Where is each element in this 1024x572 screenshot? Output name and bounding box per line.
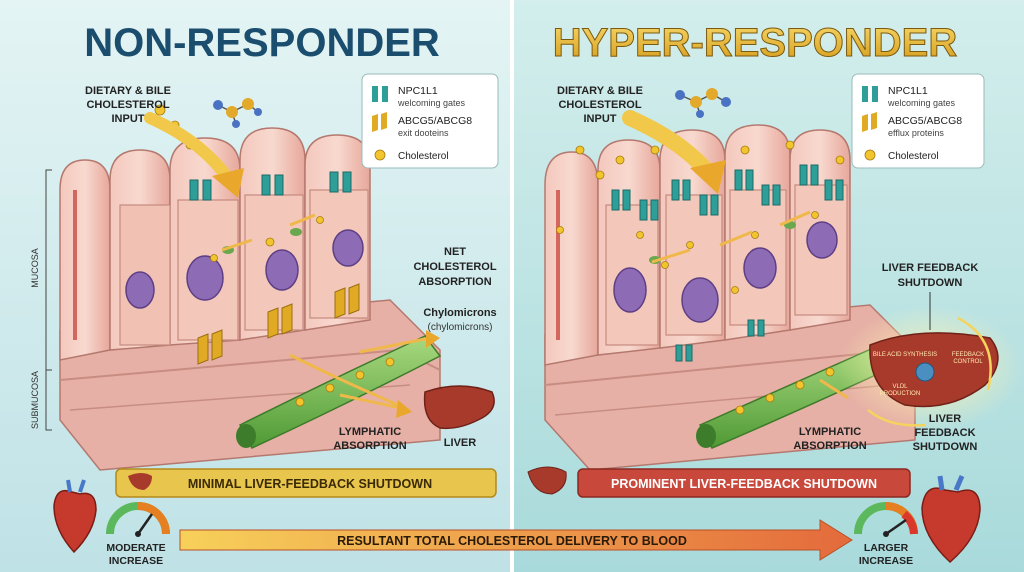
- right-cholesterol-dots: [556, 140, 845, 415]
- left-abcg-gates: [197, 283, 360, 365]
- left-liver-label: LIVER: [444, 437, 476, 449]
- left-tissue: [59, 127, 441, 471]
- svg-text:ABSORPTION: ABSORPTION: [793, 440, 866, 452]
- left-lymph-label: LYMPHATIC ABSORPTION: [333, 426, 406, 452]
- right-input-arrow: [622, 110, 726, 194]
- svg-text:ABCG5/ABCG8: ABCG5/ABCG8: [398, 115, 472, 127]
- right-gauge-icon: [854, 502, 918, 537]
- svg-text:CONTROL: CONTROL: [953, 359, 983, 365]
- svg-text:BILE ACID SYNTHESIS: BILE ACID SYNTHESIS: [873, 352, 937, 358]
- right-title: HYPER-RESPONDER: [553, 21, 958, 65]
- svg-text:efflux proteins: efflux proteins: [888, 128, 944, 138]
- svg-text:INPUT: INPUT: [112, 113, 145, 125]
- legend-abcg-icon: [862, 112, 877, 132]
- left-chylomicrons-title: Chylomicrons: [423, 307, 496, 319]
- svg-text:NET: NET: [444, 246, 466, 258]
- left-input-arrow: [144, 112, 244, 198]
- svg-text:SHUTDOWN: SHUTDOWN: [898, 277, 963, 289]
- right-feedback-bottom-label: LIVER FEEDBACK SHUTDOWN: [913, 413, 978, 453]
- right-banner-liver-icon: [527, 466, 567, 495]
- svg-text:ABCG5/ABCG8: ABCG5/ABCG8: [888, 115, 962, 127]
- right-liver-group: BILE ACID SYNTHESIS FEEDBACK CONTROL VLD…: [838, 306, 1022, 430]
- left-npc1l1-gates: [189, 171, 352, 201]
- svg-text:Cholesterol: Cholesterol: [398, 151, 449, 162]
- svg-text:welcoming gates: welcoming gates: [397, 98, 466, 108]
- svg-text:NPC1L1: NPC1L1: [888, 85, 928, 97]
- left-banner-liver-icon: [128, 473, 152, 490]
- legend-npc1l1-icon: [862, 86, 878, 102]
- right-gauge-label: LARGER INCREASE: [859, 542, 913, 567]
- left-arrowhead-liver: [396, 400, 412, 418]
- svg-text:INPUT: INPUT: [584, 113, 617, 125]
- left-title: NON-RESPONDER: [84, 21, 440, 65]
- right-npc1l1-gates: [611, 164, 844, 362]
- left-net-absorption-label: NET CHOLESTEROL ABSORPTION: [413, 246, 496, 288]
- legend-cholesterol-icon: [374, 149, 386, 161]
- svg-text:SHUTDOWN: SHUTDOWN: [913, 441, 978, 453]
- svg-text:FEEDBACK: FEEDBACK: [952, 352, 984, 358]
- legend-abcg-icon: [372, 112, 387, 132]
- svg-text:CHOLESTEROL: CHOLESTEROL: [86, 99, 169, 111]
- right-feedback-top-label: LIVER FEEDBACK SHUTDOWN: [882, 262, 979, 289]
- svg-text:ABSORPTION: ABSORPTION: [333, 440, 406, 452]
- svg-text:CHOLESTEROL: CHOLESTEROL: [558, 99, 641, 111]
- svg-text:welcoming gates: welcoming gates: [887, 98, 956, 108]
- mucosa-label: MUCOSA: [30, 248, 40, 288]
- left-banner: MINIMAL LIVER-FEEDBACK SHUTDOWN: [115, 468, 497, 498]
- left-arrowhead-net: [426, 330, 440, 348]
- legend-cholesterol-icon: [864, 149, 876, 161]
- svg-text:INCREASE: INCREASE: [859, 555, 913, 567]
- svg-text:VLDL: VLDL: [892, 384, 908, 390]
- svg-text:INCREASE: INCREASE: [109, 555, 163, 567]
- panel-divider: [510, 0, 514, 572]
- right-lymph-opening: [696, 424, 716, 448]
- right-lymph-label: LYMPHATIC ABSORPTION: [793, 426, 866, 452]
- svg-text:MODERATE: MODERATE: [106, 542, 165, 554]
- submucosa-bracket: [45, 369, 52, 431]
- left-molecule-icon: [213, 98, 262, 128]
- svg-text:LARGER: LARGER: [864, 542, 909, 554]
- svg-text:LIVER: LIVER: [929, 413, 961, 425]
- right-molecule-icon: [675, 88, 731, 118]
- right-heart-icon: [921, 475, 981, 564]
- left-liver-icon: [423, 385, 495, 430]
- right-legend: NPC1L1 welcoming gates ABCG5/ABCG8 efflu…: [851, 73, 985, 169]
- submucosa-label: SUBMUCOSA: [30, 371, 40, 429]
- bottom-delivery-arrow: RESULTANT TOTAL CHOLESTEROL DELIVERY TO …: [179, 519, 853, 561]
- left-heart-icon: [53, 479, 97, 554]
- svg-text:RESULTANT TOTAL CHOLESTEROL DE: RESULTANT TOTAL CHOLESTEROL DELIVERY TO …: [337, 534, 687, 548]
- svg-text:DIETARY & BILE: DIETARY & BILE: [85, 85, 171, 97]
- left-gauge-label: MODERATE INCREASE: [106, 542, 165, 567]
- left-input-label: DIETARY & BILE CHOLESTEROL INPUT: [85, 85, 171, 125]
- svg-text:LIVER FEEDBACK: LIVER FEEDBACK: [882, 262, 979, 274]
- svg-text:PROMINENT LIVER-FEEDBACK SHUTD: PROMINENT LIVER-FEEDBACK SHUTDOWN: [611, 477, 877, 491]
- right-liver-gear-icon: [915, 362, 935, 382]
- svg-text:NPC1L1: NPC1L1: [398, 85, 438, 97]
- right-input-label: DIETARY & BILE CHOLESTEROL INPUT: [557, 85, 643, 125]
- svg-text:MINIMAL LIVER-FEEDBACK SHUTDOW: MINIMAL LIVER-FEEDBACK SHUTDOWN: [188, 477, 432, 491]
- svg-text:Cholesterol: Cholesterol: [888, 151, 939, 162]
- left-gauge-icon: [106, 502, 170, 537]
- left-chylomicrons-sub: (chylomicrons): [427, 322, 492, 333]
- svg-text:LYMPHATIC: LYMPHATIC: [339, 426, 401, 438]
- svg-text:FEEDBACK: FEEDBACK: [914, 427, 975, 439]
- right-banner: PROMINENT LIVER-FEEDBACK SHUTDOWN: [527, 466, 911, 498]
- svg-text:PRODUCTION: PRODUCTION: [880, 391, 920, 397]
- right-flow-arrows: [651, 210, 849, 400]
- legend-npc1l1-icon: [372, 86, 388, 102]
- svg-text:DIETARY & BILE: DIETARY & BILE: [557, 85, 643, 97]
- left-lymph-opening: [236, 424, 256, 448]
- svg-text:CHOLESTEROL: CHOLESTEROL: [413, 261, 496, 273]
- svg-text:LYMPHATIC: LYMPHATIC: [799, 426, 861, 438]
- svg-text:ABSORPTION: ABSORPTION: [418, 276, 491, 288]
- left-legend: NPC1L1 welcoming gates ABCG5/ABCG8 exit …: [361, 73, 499, 169]
- svg-text:exit dooteins: exit dooteins: [398, 128, 449, 138]
